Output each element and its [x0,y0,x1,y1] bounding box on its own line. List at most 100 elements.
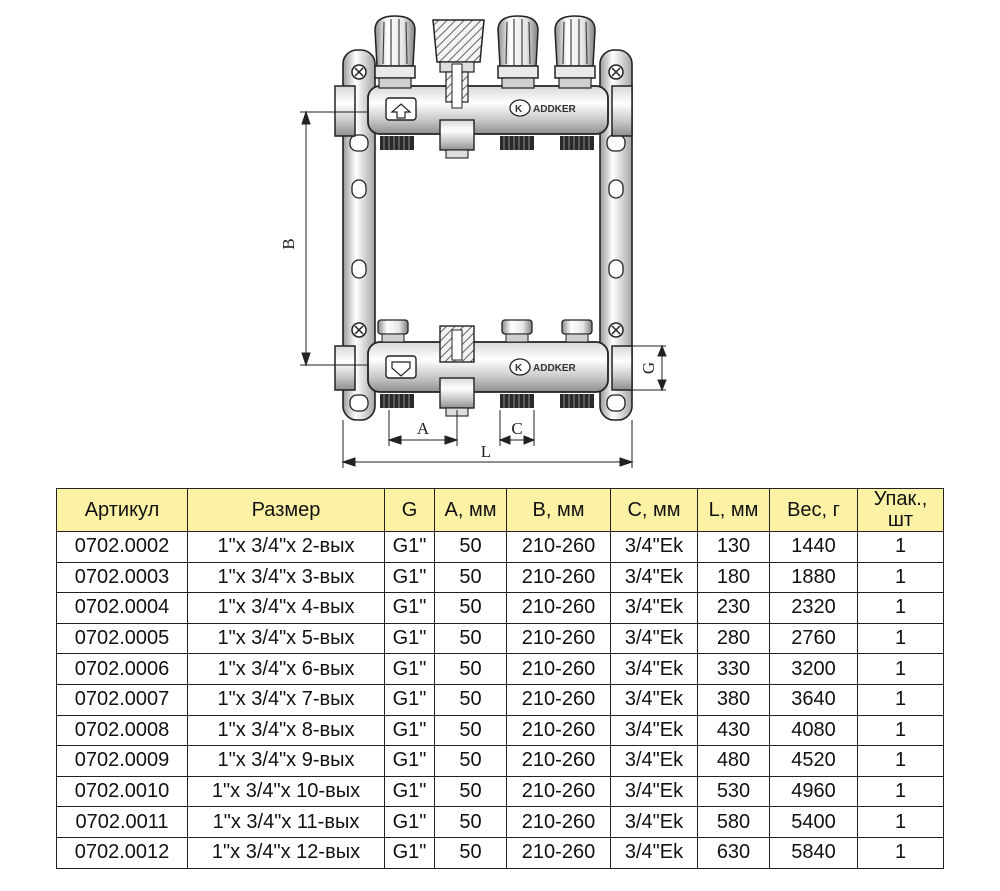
dim-label-l: L [481,442,491,461]
cell-article: 0702.0010 [56,775,188,808]
cell-size: 1"х 3/4"х 4-вых [187,592,385,624]
cell-a: 50 [434,561,507,594]
cell-g: G1" [384,683,435,716]
col-header-weight: Вес, г [769,488,858,532]
cell-size: 1"х 3/4"х 2-вых [187,531,385,563]
cell-pack: 1 [857,592,944,624]
cell-b: 210-260 [506,836,611,869]
cell-article: 0702.0007 [56,683,188,716]
cell-a: 50 [434,775,507,808]
svg-text:K: K [515,363,523,374]
cell-weight: 1440 [769,531,858,563]
dim-label-c: C [511,419,522,438]
cell-b: 210-260 [506,561,611,594]
cell-l: 180 [697,561,770,594]
cell-g: G1" [384,836,435,869]
cell-l: 130 [697,531,770,563]
dim-label-a: A [417,419,430,438]
cell-article: 0702.0004 [56,592,188,624]
cell-weight: 3640 [769,683,858,716]
cell-g: G1" [384,592,435,624]
cell-c: 3/4"Ek [610,683,698,716]
cell-article: 0702.0002 [56,531,188,563]
cell-l: 330 [697,653,770,685]
cell-g: G1" [384,531,435,563]
col-header-pack: Упак., шт [857,488,944,532]
cell-l: 580 [697,806,770,838]
cell-l: 230 [697,592,770,624]
cell-pack: 1 [857,714,944,747]
cell-c: 3/4"Ek [610,714,698,747]
cell-c: 3/4"Ek [610,653,698,685]
cell-b: 210-260 [506,714,611,747]
cell-c: 3/4"Ek [610,806,698,838]
cell-weight: 2320 [769,592,858,624]
col-header-article: Артикул [56,488,188,532]
cell-pack: 1 [857,745,944,777]
cell-a: 50 [434,745,507,777]
cell-pack: 1 [857,836,944,869]
cell-c: 3/4"Ek [610,836,698,869]
cell-weight: 3200 [769,653,858,685]
return-manifold: K ADDKER [334,319,633,417]
cell-pack: 1 [857,775,944,808]
cell-pack: 1 [857,531,944,563]
brand-logo-top: K ADDKER [509,99,577,117]
cell-a: 50 [434,806,507,838]
cell-size: 1"х 3/4"х 10-вых [187,775,385,808]
cell-a: 50 [434,531,507,563]
cell-a: 50 [434,683,507,716]
cell-c: 3/4"Ek [610,622,698,655]
cell-b: 210-260 [506,531,611,563]
cell-article: 0702.0003 [56,561,188,594]
brand-logo-bottom: K ADDKER [509,358,577,376]
cell-l: 430 [697,714,770,747]
cell-a: 50 [434,836,507,869]
cell-pack: 1 [857,561,944,594]
cell-b: 210-260 [506,683,611,716]
cell-c: 3/4"Ek [610,775,698,808]
cell-b: 210-260 [506,806,611,838]
cell-l: 380 [697,683,770,716]
cell-c: 3/4"Ek [610,592,698,624]
cell-article: 0702.0011 [56,806,188,838]
cell-c: 3/4"Ek [610,561,698,594]
cell-l: 630 [697,836,770,869]
col-header-a: A, мм [434,488,507,532]
left-bracket [342,49,376,421]
dim-label-g: G [639,362,658,374]
cell-size: 1"х 3/4"х 3-вых [187,561,385,594]
cell-b: 210-260 [506,653,611,685]
cell-c: 3/4"Ek [610,531,698,563]
cell-a: 50 [434,714,507,747]
cell-l: 480 [697,745,770,777]
cell-article: 0702.0009 [56,745,188,777]
cell-weight: 2760 [769,622,858,655]
cell-a: 50 [434,592,507,624]
cell-a: 50 [434,653,507,685]
cell-l: 530 [697,775,770,808]
cell-c: 3/4"Ek [610,745,698,777]
cell-g: G1" [384,561,435,594]
cell-article: 0702.0012 [56,836,188,869]
cell-g: G1" [384,622,435,655]
cell-weight: 1880 [769,561,858,594]
cell-g: G1" [384,745,435,777]
cell-a: 50 [434,622,507,655]
cell-size: 1"х 3/4"х 11-вых [187,806,385,838]
cell-size: 1"х 3/4"х 5-вых [187,622,385,655]
col-header-l: L, мм [697,488,770,532]
table-header-row: Артикул Размер G A, мм B, мм C, мм L, мм… [56,488,944,532]
cell-article: 0702.0008 [56,714,188,747]
cell-g: G1" [384,653,435,685]
